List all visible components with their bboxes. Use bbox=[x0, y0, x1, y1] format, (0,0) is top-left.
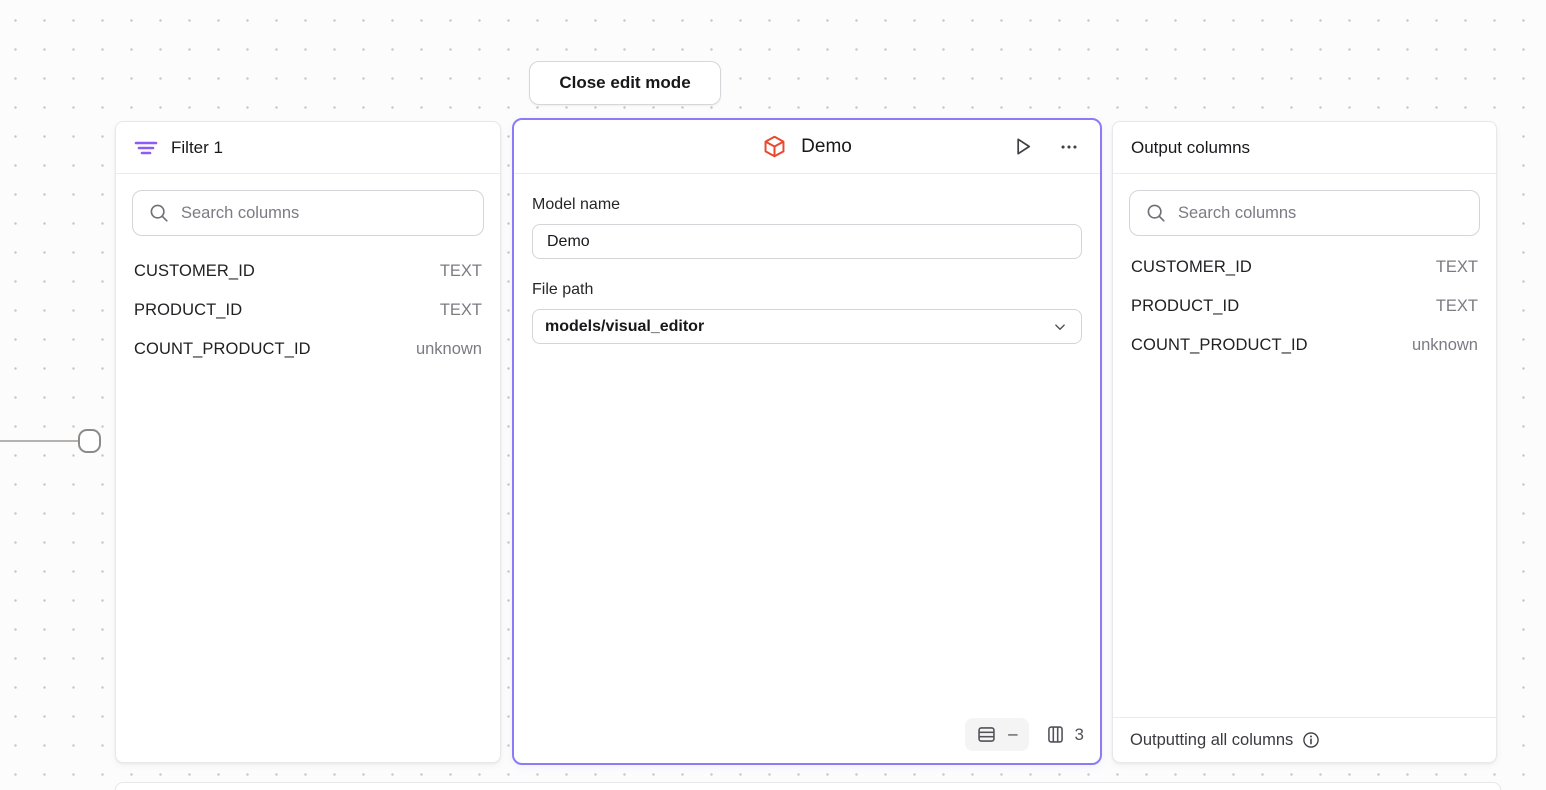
column-name: CUSTOMER_ID bbox=[134, 262, 255, 280]
file-path-value: models/visual_editor bbox=[545, 317, 705, 335]
file-path-label: File path bbox=[532, 281, 594, 298]
chevron-down-icon bbox=[1051, 318, 1069, 336]
model-cube-icon bbox=[762, 134, 787, 159]
column-type: TEXT bbox=[1435, 297, 1478, 315]
row-count-stat[interactable]: – bbox=[965, 718, 1029, 751]
filter-column-list: CUSTOMER_ID TEXT PRODUCT_ID TEXT COUNT_P… bbox=[132, 252, 484, 369]
ellipsis-icon bbox=[1061, 144, 1077, 149]
model-node-panel-selected[interactable]: Demo Model name File path models/visual_… bbox=[512, 118, 1102, 765]
model-name-label: Model name bbox=[532, 196, 621, 213]
column-type: TEXT bbox=[1435, 258, 1478, 276]
info-icon[interactable] bbox=[1301, 730, 1321, 750]
search-icon bbox=[148, 202, 170, 224]
output-panel-header: Output columns bbox=[1113, 122, 1496, 174]
column-row[interactable]: CUSTOMER_ID TEXT bbox=[132, 252, 484, 291]
column-row[interactable]: PRODUCT_ID TEXT bbox=[1129, 287, 1480, 326]
columns-icon bbox=[1045, 724, 1066, 745]
output-panel-title: Output columns bbox=[1131, 137, 1251, 157]
play-icon bbox=[1017, 138, 1031, 155]
column-type: unknown bbox=[415, 340, 482, 358]
column-name: COUNT_PRODUCT_ID bbox=[1131, 336, 1308, 354]
filter-node-panel[interactable]: Filter 1 CUSTOMER_ID TEXT PRODUCT_ID TEX… bbox=[115, 121, 501, 763]
output-search-input[interactable] bbox=[1178, 203, 1464, 223]
close-edit-mode-button[interactable]: Close edit mode bbox=[529, 61, 721, 105]
column-name: COUNT_PRODUCT_ID bbox=[134, 340, 311, 358]
filter-search-input[interactable] bbox=[181, 203, 468, 223]
search-icon bbox=[1145, 202, 1167, 224]
column-name: PRODUCT_ID bbox=[134, 301, 243, 319]
edge-connector-line bbox=[0, 440, 80, 442]
column-row[interactable]: COUNT_PRODUCT_ID unknown bbox=[132, 330, 484, 369]
column-name: CUSTOMER_ID bbox=[1131, 258, 1252, 276]
column-type: TEXT bbox=[439, 301, 482, 319]
column-type: TEXT bbox=[439, 262, 482, 280]
column-name: PRODUCT_ID bbox=[1131, 297, 1240, 315]
row-count-value: – bbox=[1008, 724, 1018, 743]
output-columns-panel[interactable]: Output columns CUSTOMER_ID TEXT PRODUCT_… bbox=[1112, 121, 1497, 763]
bottom-panel-edge bbox=[115, 782, 1501, 790]
output-search-box bbox=[1129, 190, 1480, 236]
filter-panel-title: Filter 1 bbox=[171, 137, 223, 157]
output-column-list: CUSTOMER_ID TEXT PRODUCT_ID TEXT COUNT_P… bbox=[1129, 248, 1480, 365]
output-footer-text: Outputting all columns bbox=[1130, 730, 1294, 749]
filter-search-box bbox=[132, 190, 484, 236]
column-row[interactable]: COUNT_PRODUCT_ID unknown bbox=[1129, 326, 1480, 365]
model-panel-title: Demo bbox=[801, 135, 852, 157]
run-model-button[interactable] bbox=[1009, 133, 1036, 160]
model-name-input[interactable] bbox=[532, 224, 1082, 259]
filter-panel-header: Filter 1 bbox=[116, 122, 500, 174]
edge-connector-handle[interactable] bbox=[78, 429, 101, 453]
column-count-value: 3 bbox=[1074, 724, 1084, 744]
column-type: unknown bbox=[1411, 336, 1478, 354]
column-row[interactable]: CUSTOMER_ID TEXT bbox=[1129, 248, 1480, 287]
file-path-select[interactable]: models/visual_editor bbox=[532, 309, 1082, 344]
output-footer: Outputting all columns bbox=[1113, 717, 1496, 762]
filter-lines-icon bbox=[134, 136, 158, 160]
column-count-stat[interactable]: 3 bbox=[1045, 724, 1084, 745]
model-panel-header: Demo bbox=[514, 120, 1100, 174]
more-options-button[interactable] bbox=[1056, 134, 1082, 160]
column-row[interactable]: PRODUCT_ID TEXT bbox=[132, 291, 484, 330]
rows-icon bbox=[976, 724, 997, 745]
